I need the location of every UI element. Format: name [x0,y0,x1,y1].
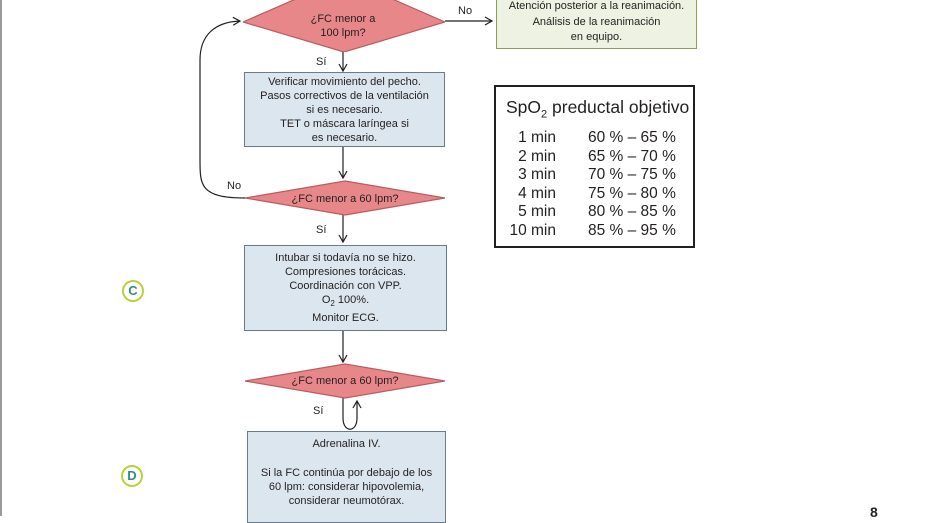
ventilation-line1: Verificar movimiento del pecho. [268,76,421,88]
spo2-row: 1 min 60 % – 65 % [506,129,691,148]
spo2-row-range: 70 % – 75 % [588,166,676,183]
decision-100-line2: 100 lpm? [320,27,366,39]
decision-60b-text: ¿FC menor a 60 lpm? [291,375,399,387]
arrow-d3-u-loop [342,397,362,430]
spo2-row: 5 min 80 % – 85 % [506,203,691,222]
spo2-title-sub: 2 [541,108,548,121]
post-box-line1: Atención posterior a la reanimación. [508,0,685,12]
page-number: 8 [870,504,878,520]
decision-100-line1: ¿FC menor a [310,13,376,25]
decision-100-text: ¿FC menor a 100 lpm? [283,12,403,40]
ventilation-box: Verificar movimiento del pecho. Pasos co… [244,72,445,147]
spo2-row: 3 min 70 % – 75 % [506,166,691,185]
spo2-row-time: 1 min [518,129,556,146]
adrenaline-line2: Si la FC continúa por debajo de los [260,467,433,479]
spo2-row: 10 min 85 % – 95 % [506,222,691,241]
spo2-row-time: 2 min [518,147,556,165]
step-marker-d: D [121,465,143,487]
label-no-2: No [227,180,242,192]
label-no-1: No [458,5,473,17]
spo2-row-range: 85 % – 95 % [588,221,676,239]
label-si-2: Sí [316,224,327,236]
spo2-row-time: 3 min [518,166,556,183]
ventilation-line2: Pasos correctivos de la ventilación [260,90,429,102]
adrenaline-spacer [248,451,445,466]
step-marker-c: C [122,280,144,302]
label-si-1: Sí [316,56,327,68]
spo2-row-time: 5 min [518,203,556,220]
o2-suffix: 100%. [334,294,370,306]
compressions-line4: O2 100%. [245,293,446,311]
spo2-row-range: 65 % – 70 % [588,147,676,165]
ventilation-line4: TET o máscara laríngea si [280,118,409,130]
arrow-d2-loop-to-d1 [199,16,246,199]
spo2-row-time: 10 min [509,221,556,239]
adrenaline-line4: considerar neumotórax. [288,495,405,507]
ventilation-line5: es necesario. [311,132,378,144]
adrenaline-box: Adrenalina IV. Si la FC continúa por deb… [247,431,446,523]
compressions-line1: Intubar si todavía no se hizo. [275,252,416,264]
decision-diamond-60-a [245,180,445,216]
spo2-table-title: SpO2 preductal objetivo [506,97,689,121]
compressions-box: Intubar si todavía no se hizo. Compresio… [244,245,447,331]
o2-prefix: O [321,294,331,306]
ventilation-line3: si es necesario. [306,104,383,116]
post-box-line2: Análisis de la reanimación [532,15,661,28]
label-si-3: Sí [313,405,324,417]
o2-sub: 2 [330,299,335,309]
decision-diamond-100 [243,0,445,52]
spo2-row: 2 min 65 % – 70 % [506,148,691,167]
compressions-line3: Coordinación con VPP. [289,280,402,292]
spo2-row-time: 4 min [518,184,556,202]
spo2-target-table: SpO2 preductal objetivo 1 min 60 % – 65 %… [494,85,695,248]
spo2-row-range: 80 % – 85 % [588,203,676,220]
spo2-title-prefix: SpO [506,97,542,117]
spo2-row: 4 min 75 % – 80 % [506,185,691,204]
page-edge [0,0,2,516]
adrenaline-line3: 60 lpm: considerar hipovolemia, [268,481,425,493]
compressions-line2: Compresiones torácicas. [284,266,407,278]
adrenaline-line1: Adrenalina IV. [312,438,381,450]
decision-60a-text: ¿FC menor a 60 lpm? [291,193,399,205]
post-resuscitation-box: Atención posterior a la reanimación. Aná… [496,0,697,49]
spo2-row-range: 75 % – 80 % [588,184,676,202]
post-box-line3: en equipo. [570,31,623,43]
compressions-line5: Monitor ECG. [312,312,379,325]
spo2-title-suffix: preductal objetivo [547,97,690,117]
spo2-row-range: 60 % – 65 % [588,129,676,146]
decision-diamond-60-b [245,363,445,399]
